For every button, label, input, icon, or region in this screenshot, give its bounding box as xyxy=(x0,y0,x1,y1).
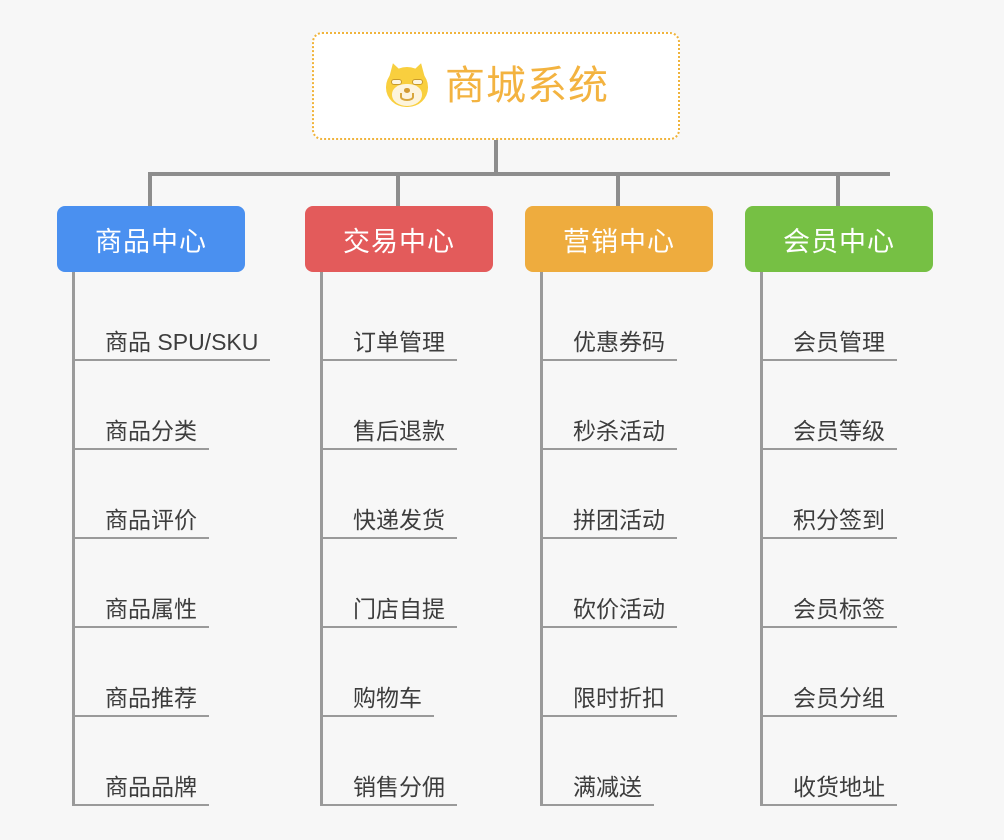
list-item-rule xyxy=(763,359,897,361)
category-header-product-center[interactable]: 商品中心 xyxy=(57,206,245,272)
shiba-dog-icon xyxy=(383,60,431,110)
list-item-rule xyxy=(75,537,209,539)
connector-drop-4 xyxy=(836,172,840,206)
list-item[interactable]: 会员标签 xyxy=(763,539,933,628)
list-item-label: 会员分组 xyxy=(793,685,885,712)
list-item[interactable]: 商品分类 xyxy=(75,361,245,450)
connector-drop-3 xyxy=(616,172,620,206)
category-label: 交易中心 xyxy=(343,226,455,257)
list-item[interactable]: 售后退款 xyxy=(323,361,493,450)
list-item[interactable]: 销售分佣 xyxy=(323,717,493,806)
list-item[interactable]: 商品品牌 xyxy=(75,717,245,806)
list-item-label: 快递发货 xyxy=(353,507,445,534)
category-label: 商品中心 xyxy=(95,226,207,257)
child-list-product-center: 商品 SPU/SKU 商品分类 商品评价 商品属性 商品推荐 商品品牌 xyxy=(72,272,270,806)
list-item-rule xyxy=(763,626,897,628)
list-item-label: 会员管理 xyxy=(793,329,885,356)
list-item-rule xyxy=(75,715,209,717)
list-item-label: 限时折扣 xyxy=(573,685,665,712)
connector-horizontal-bus xyxy=(150,172,890,176)
list-item[interactable]: 收货地址 xyxy=(763,717,933,806)
list-item-label: 售后退款 xyxy=(353,418,445,445)
list-item-rule xyxy=(75,804,209,806)
child-list-marketing-center: 优惠券码 秒杀活动 拼团活动 砍价活动 限时折扣 满减送 xyxy=(540,272,713,806)
list-item[interactable]: 商品推荐 xyxy=(75,628,245,717)
list-item-rule xyxy=(323,804,457,806)
list-item-rule xyxy=(323,359,457,361)
list-item-label: 销售分佣 xyxy=(353,774,445,801)
list-item[interactable]: 满减送 xyxy=(543,717,713,806)
list-item-label: 秒杀活动 xyxy=(573,418,665,445)
list-item-label: 收货地址 xyxy=(793,774,885,801)
list-item[interactable]: 商品属性 xyxy=(75,539,245,628)
list-item-label: 优惠券码 xyxy=(573,329,665,356)
list-item-label: 砍价活动 xyxy=(573,596,665,623)
list-item-rule xyxy=(763,537,897,539)
connector-drop-1 xyxy=(148,172,152,206)
list-item-rule xyxy=(543,537,677,539)
connector-root-stem xyxy=(494,140,498,174)
list-item[interactable]: 限时折扣 xyxy=(543,628,713,717)
list-item-rule xyxy=(75,359,270,361)
child-list-member-center: 会员管理 会员等级 积分签到 会员标签 会员分组 收货地址 xyxy=(760,272,933,806)
list-item-rule xyxy=(763,448,897,450)
list-item[interactable]: 会员等级 xyxy=(763,361,933,450)
list-item-label: 商品 SPU/SKU xyxy=(105,329,259,356)
connector-drop-2 xyxy=(396,172,400,206)
list-item-rule xyxy=(75,626,209,628)
list-item[interactable]: 拼团活动 xyxy=(543,450,713,539)
list-item-label: 商品属性 xyxy=(105,596,197,623)
branch-marketing-center: 营销中心 优惠券码 秒杀活动 拼团活动 砍价活动 限时折扣 xyxy=(525,206,713,806)
list-item[interactable]: 秒杀活动 xyxy=(543,361,713,450)
list-item[interactable]: 门店自提 xyxy=(323,539,493,628)
list-item-label: 购物车 xyxy=(353,685,422,712)
list-item[interactable]: 商品评价 xyxy=(75,450,245,539)
list-item-rule xyxy=(75,448,209,450)
list-item[interactable]: 订单管理 xyxy=(323,272,493,361)
branch-member-center: 会员中心 会员管理 会员等级 积分签到 会员标签 会员分组 xyxy=(745,206,933,806)
list-item-label: 商品品牌 xyxy=(105,774,197,801)
category-label: 营销中心 xyxy=(563,226,675,257)
list-item[interactable]: 快递发货 xyxy=(323,450,493,539)
list-item-rule xyxy=(323,448,457,450)
list-item[interactable]: 砍价活动 xyxy=(543,539,713,628)
list-item-label: 商品评价 xyxy=(105,507,197,534)
list-item-rule xyxy=(763,804,897,806)
category-label: 会员中心 xyxy=(783,226,895,257)
list-item-rule xyxy=(543,626,677,628)
list-item[interactable]: 购物车 xyxy=(323,628,493,717)
list-item[interactable]: 会员管理 xyxy=(763,272,933,361)
list-item-rule xyxy=(763,715,897,717)
category-header-member-center[interactable]: 会员中心 xyxy=(745,206,933,272)
list-item[interactable]: 会员分组 xyxy=(763,628,933,717)
root-node[interactable]: 商城系统 xyxy=(312,32,680,140)
list-item-label: 会员等级 xyxy=(793,418,885,445)
list-item-label: 订单管理 xyxy=(353,329,445,356)
list-item[interactable]: 优惠券码 xyxy=(543,272,713,361)
list-item-label: 会员标签 xyxy=(793,596,885,623)
list-item-rule xyxy=(323,537,457,539)
list-item-label: 积分签到 xyxy=(793,507,885,534)
list-item-label: 商品推荐 xyxy=(105,685,197,712)
list-item-label: 门店自提 xyxy=(353,596,445,623)
list-item-rule xyxy=(543,448,677,450)
list-item[interactable]: 商品 SPU/SKU xyxy=(75,272,270,361)
list-item-rule xyxy=(323,626,457,628)
list-item-rule xyxy=(543,359,677,361)
list-item-rule xyxy=(543,715,677,717)
list-item-label: 商品分类 xyxy=(105,418,197,445)
category-header-trade-center[interactable]: 交易中心 xyxy=(305,206,493,272)
branch-trade-center: 交易中心 订单管理 售后退款 快递发货 门店自提 购物车 xyxy=(305,206,493,806)
list-item-rule xyxy=(323,715,434,717)
child-list-trade-center: 订单管理 售后退款 快递发货 门店自提 购物车 销售分佣 xyxy=(320,272,493,806)
root-title: 商城系统 xyxy=(445,64,609,108)
branch-product-center: 商品中心 商品 SPU/SKU 商品分类 商品评价 商品属性 商品推荐 xyxy=(57,206,270,806)
list-item-label: 拼团活动 xyxy=(573,507,665,534)
list-item[interactable]: 积分签到 xyxy=(763,450,933,539)
list-item-label: 满减送 xyxy=(573,774,642,801)
list-item-rule xyxy=(543,804,654,806)
category-header-marketing-center[interactable]: 营销中心 xyxy=(525,206,713,272)
